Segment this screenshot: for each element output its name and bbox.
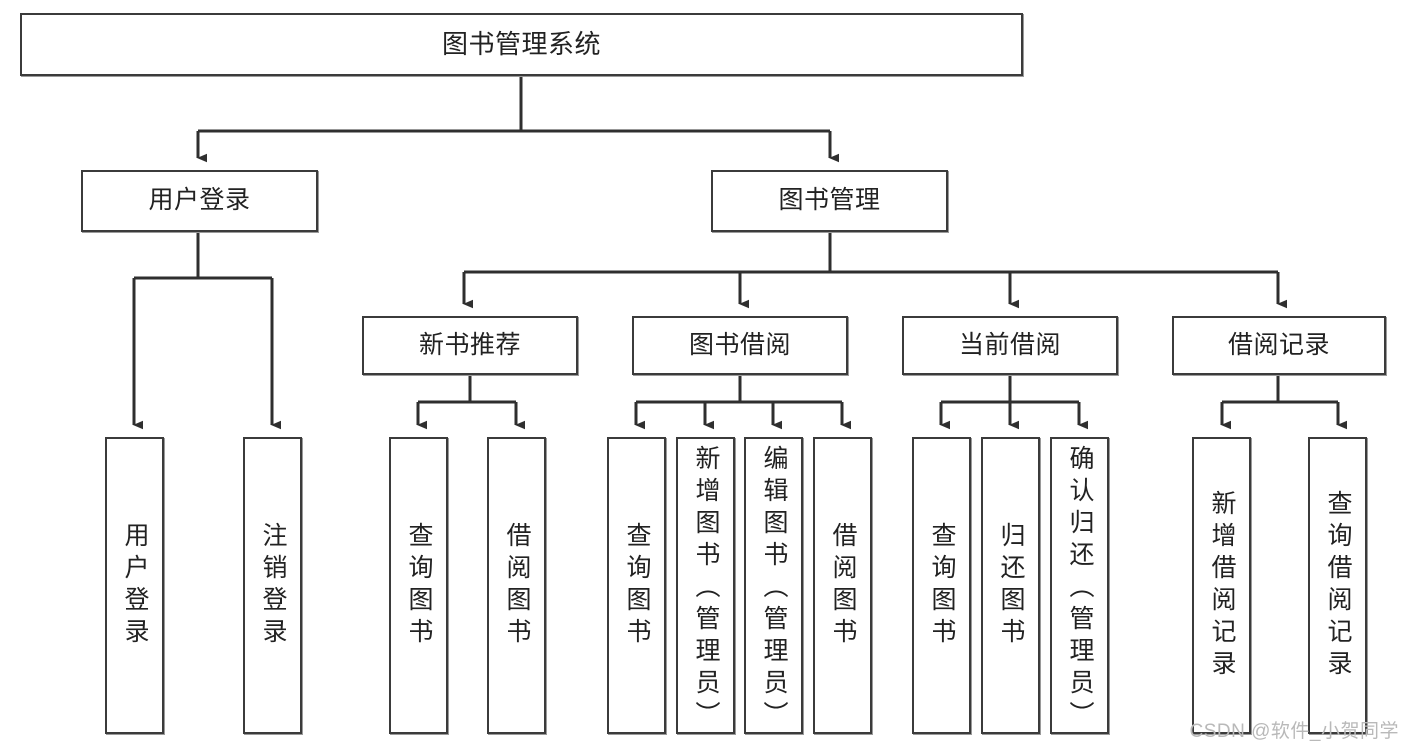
node-leaf-return-book[interactable]: 归还图书 bbox=[981, 437, 1040, 734]
node-root[interactable]: 图书管理系统 bbox=[20, 13, 1023, 76]
node-leaf-query-record[interactable]: 查询借阅记录 bbox=[1308, 437, 1367, 734]
node-leaf-query-book-3-label: 查询图书 bbox=[928, 521, 956, 650]
node-root-label: 图书管理系统 bbox=[441, 29, 601, 60]
node-leaf-query-book-1[interactable]: 查询图书 bbox=[389, 437, 448, 734]
node-user-login[interactable]: 用户登录 bbox=[81, 170, 318, 232]
node-borrow-record-label: 借阅记录 bbox=[1227, 330, 1330, 359]
node-leaf-add-book-label: 新增图书（管理员） bbox=[692, 445, 720, 733]
node-new-book-recommend-label: 新书推荐 bbox=[418, 330, 521, 359]
node-leaf-borrow-book-2[interactable]: 借阅图书 bbox=[813, 437, 872, 734]
node-new-book-recommend[interactable]: 新书推荐 bbox=[362, 316, 578, 375]
node-leaf-query-book-3[interactable]: 查询图书 bbox=[912, 437, 971, 734]
node-leaf-query-book-2-label: 查询图书 bbox=[623, 521, 651, 650]
node-user-login-label: 用户登录 bbox=[148, 186, 251, 215]
node-leaf-edit-book[interactable]: 编辑图书（管理员） bbox=[744, 437, 803, 734]
csdn-watermark: CSDN @软件_小贺同学 bbox=[1189, 721, 1399, 742]
node-leaf-user-login-label: 用户登录 bbox=[121, 521, 149, 650]
node-current-borrow-label: 当前借阅 bbox=[958, 330, 1061, 359]
node-leaf-query-book-1-label: 查询图书 bbox=[405, 521, 433, 650]
node-leaf-add-record[interactable]: 新增借阅记录 bbox=[1192, 437, 1251, 734]
node-leaf-add-book[interactable]: 新增图书（管理员） bbox=[676, 437, 735, 734]
node-leaf-confirm-return[interactable]: 确认归还（管理员） bbox=[1050, 437, 1109, 734]
node-current-borrow[interactable]: 当前借阅 bbox=[902, 316, 1118, 375]
node-leaf-confirm-return-label: 确认归还（管理员） bbox=[1066, 445, 1094, 733]
node-book-borrow[interactable]: 图书借阅 bbox=[632, 316, 848, 375]
node-leaf-borrow-book-1[interactable]: 借阅图书 bbox=[487, 437, 546, 734]
node-leaf-logout[interactable]: 注销登录 bbox=[243, 437, 302, 734]
node-book-manage-label: 图书管理 bbox=[778, 186, 881, 215]
node-book-manage[interactable]: 图书管理 bbox=[711, 170, 948, 232]
node-leaf-edit-book-label: 编辑图书（管理员） bbox=[760, 445, 788, 733]
node-leaf-return-book-label: 归还图书 bbox=[997, 521, 1025, 650]
node-leaf-user-login[interactable]: 用户登录 bbox=[105, 437, 164, 734]
node-borrow-record[interactable]: 借阅记录 bbox=[1172, 316, 1386, 375]
node-leaf-query-book-2[interactable]: 查询图书 bbox=[607, 437, 666, 734]
node-leaf-query-record-label: 查询借阅记录 bbox=[1324, 489, 1352, 682]
node-leaf-borrow-book-1-label: 借阅图书 bbox=[503, 521, 531, 650]
node-book-borrow-label: 图书借阅 bbox=[688, 330, 791, 359]
node-leaf-logout-label: 注销登录 bbox=[259, 521, 287, 650]
node-leaf-borrow-book-2-label: 借阅图书 bbox=[829, 521, 857, 650]
node-leaf-add-record-label: 新增借阅记录 bbox=[1208, 489, 1236, 682]
